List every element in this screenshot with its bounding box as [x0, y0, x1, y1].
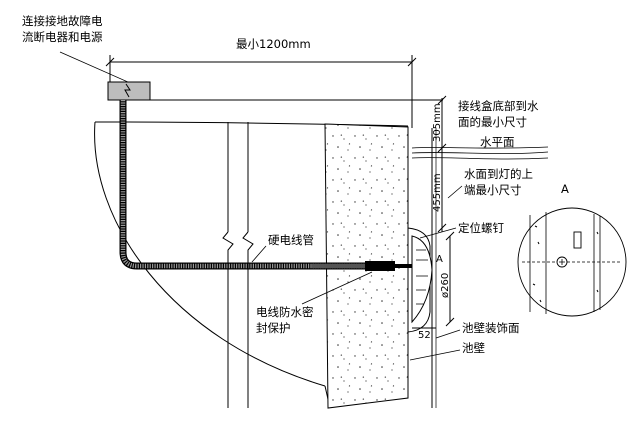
seal-label-line2: 封保护	[256, 321, 291, 335]
dim-260-tick-bottom	[445, 317, 455, 327]
gfci-leader	[59, 51, 129, 83]
locating-screw-label: 定位螺钉	[458, 221, 504, 235]
locating-screw-leader	[419, 227, 457, 239]
junction-box	[107, 81, 151, 101]
gfci-label-line1: 连接接地故障电	[22, 14, 103, 28]
dim-tick-mid	[437, 143, 447, 153]
section-a-label: A	[561, 182, 569, 196]
water-wave-3	[411, 157, 549, 160]
detail-screw-cross-icon	[559, 259, 565, 265]
box-bottom-label-line1: 接线盒底部到水	[458, 99, 539, 113]
rigid-conduit-leader	[251, 245, 267, 263]
wall-finish-label: 池壁装饰面	[462, 321, 520, 335]
conduit-inner	[120, 100, 365, 269]
gfci-label-line2: 流断电器和电源	[22, 30, 103, 44]
rigid-conduit-label: 硬电线管	[268, 233, 314, 247]
water-wave-1	[411, 146, 549, 149]
dim-tick-bottom	[437, 223, 447, 233]
wall-finish-leader	[435, 329, 461, 339]
water-to-lamp-label-line1: 水面到灯的上	[464, 167, 533, 181]
ground-symbol-icon	[124, 83, 131, 98]
break-zigzag-left	[222, 231, 234, 408]
dim-tick-top	[437, 95, 447, 105]
box-bottom-label-line2: 面的最小尺寸	[458, 115, 527, 129]
seal-label-line1: 电线防水密	[256, 305, 314, 319]
min-distance-label: 最小1200mm	[236, 37, 311, 51]
seal-leader	[301, 271, 373, 305]
lamp-body	[411, 235, 433, 324]
water-level-label: 水平面	[480, 135, 515, 149]
water-wave-2	[411, 151, 549, 154]
dim-52-label: 52	[418, 330, 431, 341]
pool-wall-leader	[409, 349, 461, 361]
water-to-lamp-leader	[447, 185, 463, 199]
detail-a-label: A	[436, 254, 443, 265]
dim-260-tick-top	[445, 231, 455, 241]
lamp-ribs	[416, 249, 428, 305]
dim-260-label: ø260	[440, 273, 451, 298]
waterproof-seal	[365, 261, 395, 271]
water-to-lamp-label-line2: 端最小尺寸	[464, 183, 522, 197]
break-zigzag-right	[242, 231, 254, 408]
ground-outline	[94, 121, 409, 127]
detail-screw-body	[573, 231, 582, 249]
pool-outer-curve	[94, 121, 326, 387]
dim-455-label: 455mm	[432, 173, 443, 212]
detail-speckle	[532, 225, 599, 303]
pool-wall-label: 池壁	[462, 341, 485, 355]
dim-305-label: 305mm	[432, 103, 443, 142]
